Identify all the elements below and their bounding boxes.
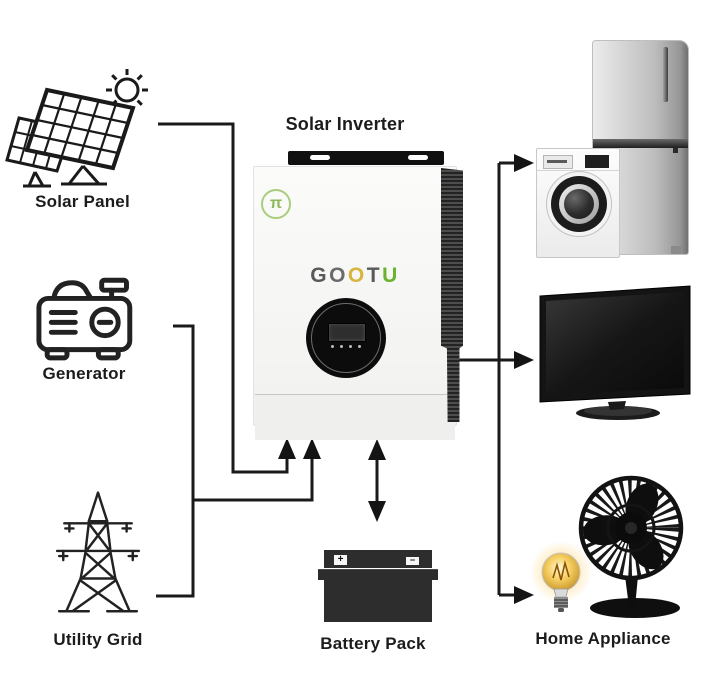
connector-solar-to-inverter [158, 122, 289, 474]
battery-minus-terminal: − [406, 556, 419, 565]
fridge-handle [663, 47, 668, 102]
arrowhead [514, 351, 534, 369]
display-buttons [306, 345, 386, 348]
pi-badge: π [261, 189, 291, 219]
display-ring [311, 303, 381, 373]
solar-panel-label: Solar Panel [35, 192, 130, 211]
battery-pack-label: Battery Pack [320, 634, 426, 653]
arrowhead [514, 154, 534, 172]
utility-grid-label: Utility Grid [53, 630, 143, 649]
inverter-display [306, 298, 386, 378]
generator-icon [36, 277, 133, 361]
battery-plus-terminal: + [334, 555, 347, 565]
arrowhead [514, 586, 534, 604]
gootu-logo: GOOTU [310, 264, 400, 287]
arrowhead [278, 438, 296, 459]
solar-panel-icon [5, 69, 148, 188]
home-appliance-label: Home Appliance [535, 629, 671, 648]
solar-inverter: π GOOTU [253, 150, 465, 440]
fridge-foot [671, 246, 681, 254]
detergent-drawer [543, 155, 573, 169]
mounting-bracket [288, 151, 444, 165]
fan-icon [530, 475, 684, 618]
connector-generator-grid [156, 324, 195, 598]
light-bulb-icon [530, 541, 592, 612]
tv-icon [539, 285, 691, 420]
arrowhead [368, 439, 386, 460]
arrowhead [368, 501, 386, 522]
bracket-slot [408, 155, 428, 160]
washing-machine-icon [536, 148, 620, 258]
generator-label: Generator [42, 364, 126, 383]
arrowhead [303, 438, 321, 459]
fridge-divider [593, 139, 688, 148]
washer-door [546, 171, 612, 237]
inverter-body: π GOOTU [253, 166, 457, 440]
utility-grid-icon [55, 491, 141, 613]
battery-icon: + − [318, 544, 438, 628]
solar-inverter-label: Solar Inverter [285, 114, 405, 134]
display-screen [328, 323, 366, 342]
inverter-lower-panel [255, 395, 455, 440]
desk-fan [578, 475, 684, 618]
inverter-seam [255, 394, 455, 395]
connector-grid-to-inverter [193, 458, 314, 502]
washer-display [585, 155, 609, 168]
bracket-slot [310, 155, 330, 160]
